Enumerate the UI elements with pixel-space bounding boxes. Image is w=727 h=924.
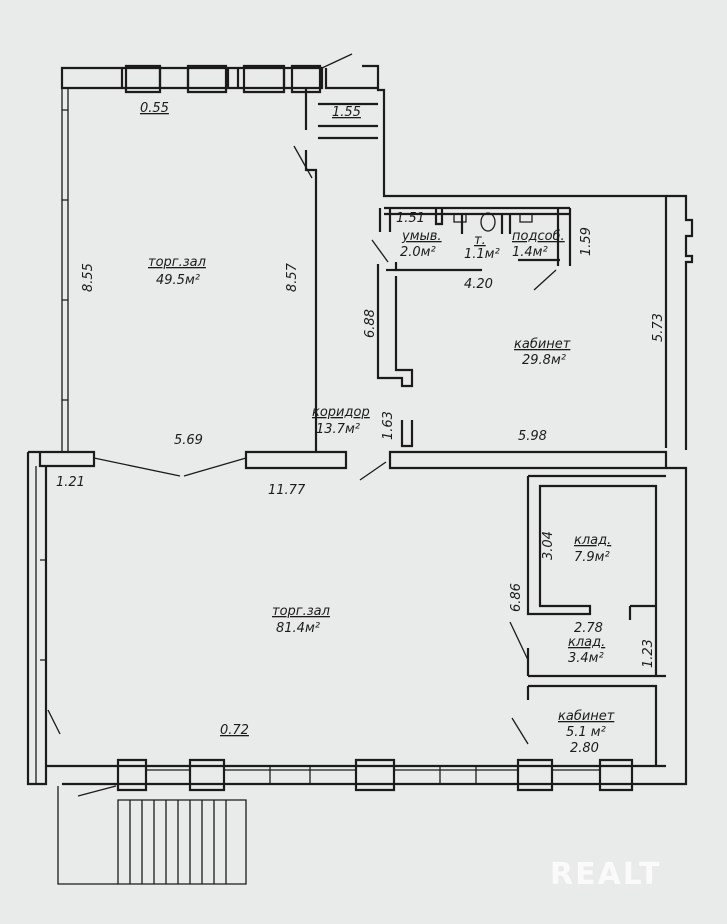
room-area-kabinet-2: 5.1 м² xyxy=(566,725,606,740)
room-name-koridor: коридор xyxy=(312,405,370,420)
dimension-label: 6.86 xyxy=(509,583,524,612)
dimension-label: 4.20 xyxy=(464,277,493,292)
dimension-label: 0.55 xyxy=(140,101,169,116)
dimension-label: 1.21 xyxy=(56,475,85,490)
room-name-kabinet-1: кабинет xyxy=(514,337,571,352)
room-area-umyv: 2.0м² xyxy=(400,245,436,260)
dimension-label: 8.57 xyxy=(285,262,300,292)
room-name-torg-zal-2: торг.зал xyxy=(272,604,330,619)
room-name-umyv: умыв. xyxy=(401,229,442,244)
room-area-podsob: 1.4м² xyxy=(512,245,548,260)
room-area-klad-1: 7.9м² xyxy=(574,550,610,565)
dimension-label: 2.78 xyxy=(574,621,603,636)
walls xyxy=(26,53,694,885)
dimension-label: 3.04 xyxy=(541,531,556,560)
dimension-label: 1.51 xyxy=(396,211,425,226)
dimension-label: 8.55 xyxy=(81,263,96,292)
room-name-klad-1: клад. xyxy=(574,533,611,548)
room-name-klad-2: клад. xyxy=(568,635,605,650)
dimension-label: 5.98 xyxy=(518,429,547,444)
room-labels: торг.зал 49.5м² умыв. 2.0м² т. 1.1м² под… xyxy=(148,229,615,740)
dimension-label: 5.73 xyxy=(651,313,666,342)
room-area-kabinet-1: 29.8м² xyxy=(522,353,566,368)
dimension-label: 1.59 xyxy=(579,227,594,256)
dimension-label: 11.77 xyxy=(268,483,306,498)
room-name-toilet: т. xyxy=(474,233,486,248)
room-area-torg-zal-1: 49.5м² xyxy=(156,273,200,288)
dimension-label: 1.63 xyxy=(381,411,396,440)
dimension-label: 5.69 xyxy=(174,433,203,448)
room-name-kabinet-2: кабинет xyxy=(558,709,615,724)
dimension-labels: 0.55 1.55 8.55 8.57 1.51 1.59 4.20 6.88 … xyxy=(56,101,666,756)
dimension-label: 6.88 xyxy=(363,309,378,338)
dimension-label: 0.72 xyxy=(220,723,249,738)
watermark-logo: REALT xyxy=(550,857,661,892)
room-area-klad-2: 3.4м² xyxy=(568,651,604,666)
room-area-torg-zal-2: 81.4м² xyxy=(276,621,320,636)
dimension-label: 1.55 xyxy=(332,105,361,120)
room-name-torg-zal-1: торг.зал xyxy=(148,255,206,270)
dimension-label: 1.23 xyxy=(641,639,656,668)
room-area-koridor: 13.7м² xyxy=(316,422,360,437)
dimension-label: 2.80 xyxy=(570,741,599,756)
room-name-podsob: подсоб. xyxy=(512,229,565,244)
room-area-toilet: 1.1м² xyxy=(464,247,500,262)
